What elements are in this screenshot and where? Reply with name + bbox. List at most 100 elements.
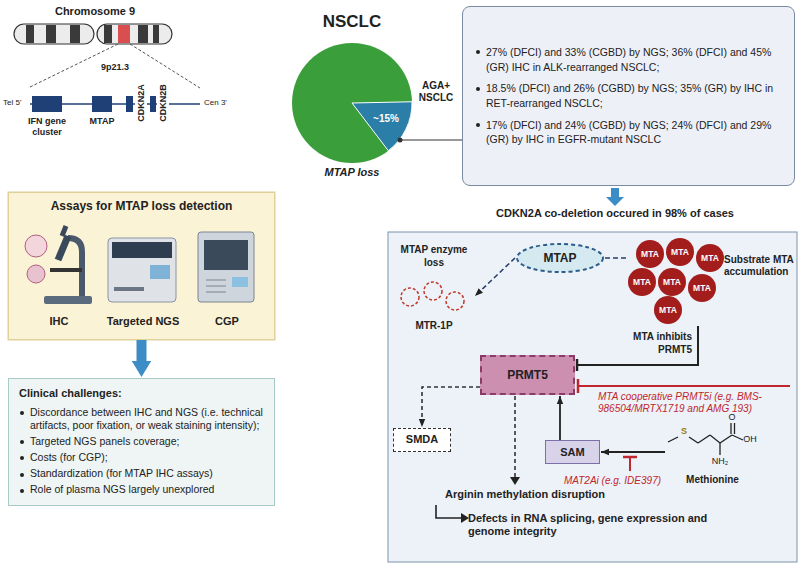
chart-title: NSCLC: [302, 12, 402, 32]
gene-map: [126, 96, 133, 112]
chromosome-9: [14, 24, 94, 44]
inhibitor-line: [629, 457, 631, 471]
cgp-instrument-icon: [206, 292, 226, 293]
chromosome-9: [104, 25, 112, 43]
node-text: Assays for MTAP loss detection: [9, 193, 274, 214]
molecule-circle: MTA: [688, 274, 716, 302]
node-text: MTAP enzyme loss: [395, 244, 473, 269]
product-circles: [424, 282, 442, 300]
node-text: PRMT5: [482, 357, 573, 393]
product-circles: [446, 292, 464, 310]
sequencer-icon: [114, 287, 144, 291]
atom-label: O: [727, 412, 737, 423]
slice-name: MTAP loss: [307, 166, 397, 179]
molecule-circle: MTA: [636, 240, 664, 268]
molecule-circle: MTA: [658, 268, 686, 296]
effect-arrows: [461, 513, 469, 523]
methionine-structure: [689, 437, 698, 443]
inhibitor-line: [578, 385, 790, 387]
inhibitor-line: [577, 379, 580, 393]
gene-map: [30, 96, 200, 112]
pie-chart: [292, 43, 412, 163]
gene-label: IFN gene cluster: [12, 116, 82, 138]
cgp-instrument-icon: [204, 240, 248, 270]
microscope-icon: [27, 265, 45, 283]
end-label: Tel 5': [3, 98, 29, 108]
atom-label: S: [679, 426, 689, 437]
challenges-box: Clinical challenges: Discordance between …: [8, 378, 275, 506]
effect-arrows: [436, 505, 462, 518]
product-circles: [401, 282, 464, 310]
product-circles: [401, 288, 419, 306]
chromosome-9: [26, 25, 34, 43]
microscope-icon: [62, 226, 66, 236]
product-box: SMDA: [393, 428, 451, 452]
pie-chart: [292, 43, 412, 163]
methionine-structure: [719, 443, 720, 455]
connector: [475, 258, 515, 296]
node-text: Standardization (for MTAP IHC assays): [19, 467, 264, 480]
node-text: Discordance between IHC and NGS (i.e. te…: [19, 406, 264, 432]
inhibitor-label: MTA cooperative PRMT5i (e.g. BMS-986504/…: [598, 391, 793, 415]
connector: [137, 340, 147, 361]
chromosome-9: [153, 25, 159, 43]
sequencer-icon: [150, 265, 170, 279]
gene-label: MTAP: [80, 116, 124, 127]
microscope-icon: [44, 296, 92, 304]
assay-panel-ground: [8, 192, 275, 340]
microscope-icon: [50, 268, 82, 272]
down-arrow: [606, 197, 624, 206]
molecule-circle: MTA: [628, 268, 656, 296]
end-label: Cen 3': [204, 98, 234, 108]
node-text: Targeted NGS panels coverage;: [19, 435, 264, 448]
node-text: CGP: [187, 315, 267, 329]
down-arrow: [611, 188, 619, 198]
gene-map: [32, 96, 62, 112]
node-text: Clinical challenges:: [19, 387, 264, 401]
pathway-panel: [388, 232, 797, 562]
chromosome-9: [70, 25, 80, 43]
gene-map: [150, 96, 156, 112]
cofactor-box: SAM: [545, 440, 600, 464]
node-text: 27% (DFCI) and 33% (CGBD) by NGS; 36% (D…: [475, 45, 782, 74]
chromosome-9: [118, 25, 130, 43]
methionine-structure: [698, 435, 710, 443]
cgp-instrument-icon: [232, 277, 248, 287]
molecule-circle: MTA: [696, 244, 724, 272]
cgp-instrument-icon: [206, 280, 226, 281]
molecule: Methionine: [665, 412, 760, 490]
node-text: Substrate MTA accumulation: [724, 254, 794, 278]
node-text: MTR-1P: [395, 320, 473, 333]
callout-line: [400, 139, 462, 140]
node-text: Targeted NGS: [103, 315, 183, 329]
connector: [422, 387, 480, 427]
microscope-icon: [25, 226, 92, 304]
microscope-icon: [25, 235, 47, 257]
chromosome-title: Chromosome 9: [40, 5, 150, 18]
product-group: MTAP enzyme lossMTR-1P: [395, 244, 473, 336]
assay-panel-ground: [8, 192, 275, 340]
slice-label: ~15%: [368, 113, 404, 125]
molecule-circle: MTA: [654, 296, 682, 324]
chromosome-9: [14, 24, 172, 44]
gene-label: CDKN2A: [135, 81, 147, 125]
gene-map: [92, 96, 112, 112]
connector: [601, 451, 665, 453]
node-text: Costs (for CGP);: [19, 451, 264, 464]
node-text: SMDA: [394, 429, 450, 450]
effect-arrows: [514, 396, 516, 478]
assay-item: Targeted NGS: [103, 219, 183, 335]
methionine-structure: [710, 435, 720, 443]
connector: [577, 326, 698, 365]
effect-label: Arginin methylation disruption: [425, 488, 625, 501]
methionine-structure: [668, 423, 743, 455]
pathway-panel: [388, 232, 797, 562]
effect-arrows: [436, 396, 520, 523]
enzyme-ellipse: MTAP: [515, 242, 605, 274]
node-text: Role of plasma NGS largely unexplored: [19, 483, 264, 496]
zoom-lines: [28, 44, 200, 88]
atom-label: NH₂: [710, 456, 730, 467]
methionine-structure: [720, 435, 732, 443]
atom-label: OH: [741, 434, 759, 445]
microscope-icon: [58, 236, 68, 260]
